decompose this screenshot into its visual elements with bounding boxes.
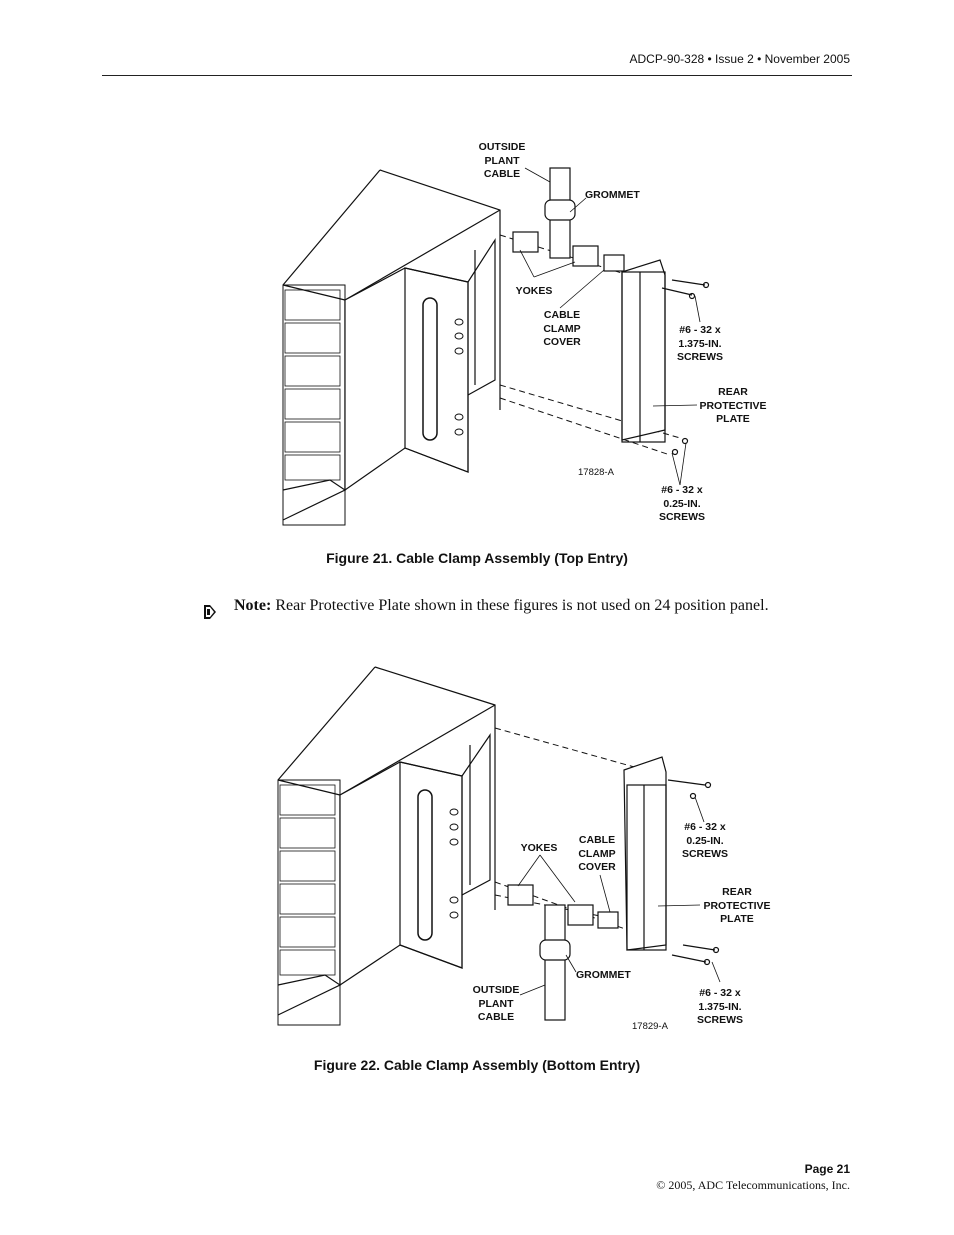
- chassis-ridge: [344, 209, 501, 301]
- outside-plant-cable: [544, 904, 566, 1021]
- figure-21-drawing: [282, 167, 710, 526]
- chassis-top-back: [282, 169, 381, 286]
- fig22-label-screws-long: #6 - 32 x 1.375-IN. SCREWS: [696, 987, 744, 1026]
- note-block: Note: Rear Protective Plate shown in the…: [234, 597, 884, 615]
- bracket-slot: [417, 789, 433, 941]
- grommet: [544, 199, 576, 221]
- figure-21-caption: Figure 21. Cable Clamp Assembly (Top Ent…: [326, 550, 628, 566]
- figure-22-caption: Figure 22. Cable Clamp Assembly (Bottom …: [313, 1057, 641, 1073]
- fig22-label-outside-plant-cable: OUTSIDE PLANT CABLE: [472, 984, 520, 1023]
- chassis-front-top: [282, 284, 346, 301]
- yoke: [507, 884, 534, 906]
- fig22-label-yokes: YOKES: [520, 842, 558, 854]
- chassis-front-panel: [277, 779, 341, 1026]
- cable-clamp-cover: [597, 911, 619, 929]
- note-text: Rear Protective Plate shown in these fig…: [275, 597, 769, 614]
- figure-22-drawing: [277, 666, 721, 1026]
- fig22-label-grommet: GROMMET: [576, 969, 631, 981]
- fig22-label-cable-clamp-cover: CABLE CLAMP COVER: [578, 834, 616, 873]
- cable-clamp-cover: [603, 254, 625, 272]
- fig21-label-outside-plant-cable: OUTSIDE PLANT CABLE: [478, 141, 526, 180]
- grommet: [539, 939, 571, 961]
- fig22-drawing-code: 17829-A: [632, 1021, 668, 1032]
- fig22-label-screws-short: #6 - 32 x 0.25-IN. SCREWS: [681, 821, 729, 860]
- pointing-hand-icon: [204, 605, 216, 619]
- yoke: [512, 231, 539, 253]
- page-number: Page 21: [804, 1162, 850, 1176]
- fig21-label-grommet: GROMMET: [585, 189, 640, 201]
- figure-22: [277, 666, 721, 1026]
- fig21-label-yokes: YOKES: [515, 285, 553, 297]
- fig21-label-screws-long: #6 - 32 x 1.375-IN. SCREWS: [676, 324, 724, 363]
- fig22-label-rear-protective-plate: REAR PROTECTIVE PLATE: [703, 886, 771, 925]
- fig21-drawing-code: 17828-A: [578, 467, 614, 478]
- bracket-slot: [422, 297, 438, 441]
- fig21-label-rear-protective-plate: REAR PROTECTIVE PLATE: [699, 386, 767, 425]
- header-divider: [102, 75, 852, 76]
- note-label: Note:: [234, 597, 272, 614]
- fig21-label-cable-clamp-cover: CABLE CLAMP COVER: [543, 309, 581, 348]
- copyright: © 2005, ADC Telecommunications, Inc.: [656, 1178, 850, 1192]
- mounting-bracket: [339, 761, 463, 987]
- fig21-label-screws-short: #6 - 32 x 0.25-IN. SCREWS: [658, 484, 706, 523]
- figure-21: [0, 0, 954, 540]
- document-header: ADCP-90-328 • Issue 2 • November 2005: [629, 52, 850, 66]
- rear-protective-plate: [623, 756, 667, 951]
